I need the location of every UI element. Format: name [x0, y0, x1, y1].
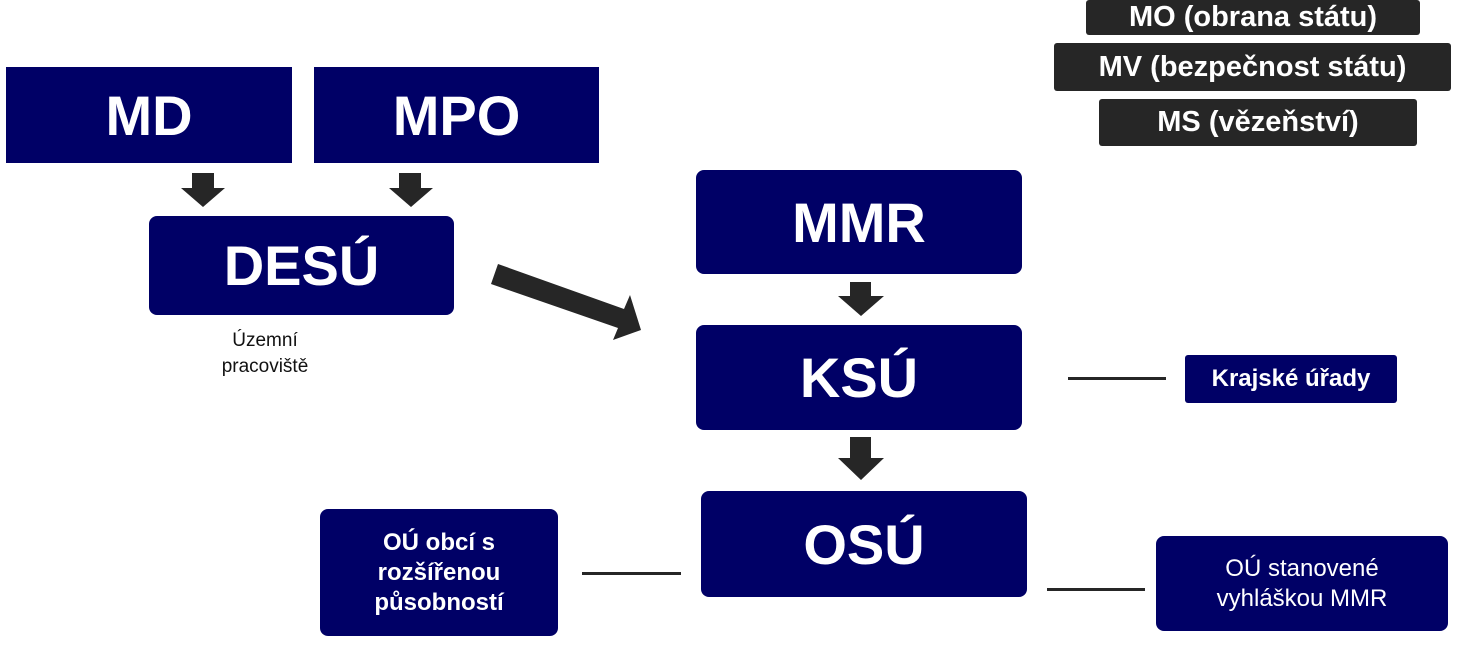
osu-rozsirenou-connector	[582, 572, 681, 575]
ksu-krajske-connector	[1068, 377, 1166, 380]
arrow-mmr-ksu	[838, 282, 884, 316]
mpo-box: MPO	[314, 67, 599, 163]
ksu-box: KSÚ	[696, 325, 1022, 430]
arrow-desu-ksu	[491, 264, 641, 340]
ms-box: MS (vězeňství)	[1099, 99, 1417, 146]
osu-vyhlaskou-connector	[1047, 588, 1145, 591]
krajske-urady-box: Krajské úřady	[1185, 355, 1397, 403]
desu-box: DESÚ	[149, 216, 454, 315]
osu-box: OSÚ	[701, 491, 1027, 597]
mo-box: MO (obrana státu)	[1086, 0, 1420, 35]
desu-note: Územní pracoviště	[221, 330, 309, 377]
ou-rozsirenou-box: OÚ obcí s rozšířenou působností	[320, 509, 558, 636]
md-box: MD	[6, 67, 292, 163]
mmr-box: MMR	[696, 170, 1022, 274]
arrow-mpo-desu	[389, 173, 433, 207]
ou-vyhlaskou-box: OÚ stanovené vyhláškou MMR	[1156, 536, 1448, 631]
arrow-md-desu	[181, 173, 225, 207]
mv-box: MV (bezpečnost státu)	[1054, 43, 1451, 91]
arrow-ksu-osu	[838, 437, 884, 480]
